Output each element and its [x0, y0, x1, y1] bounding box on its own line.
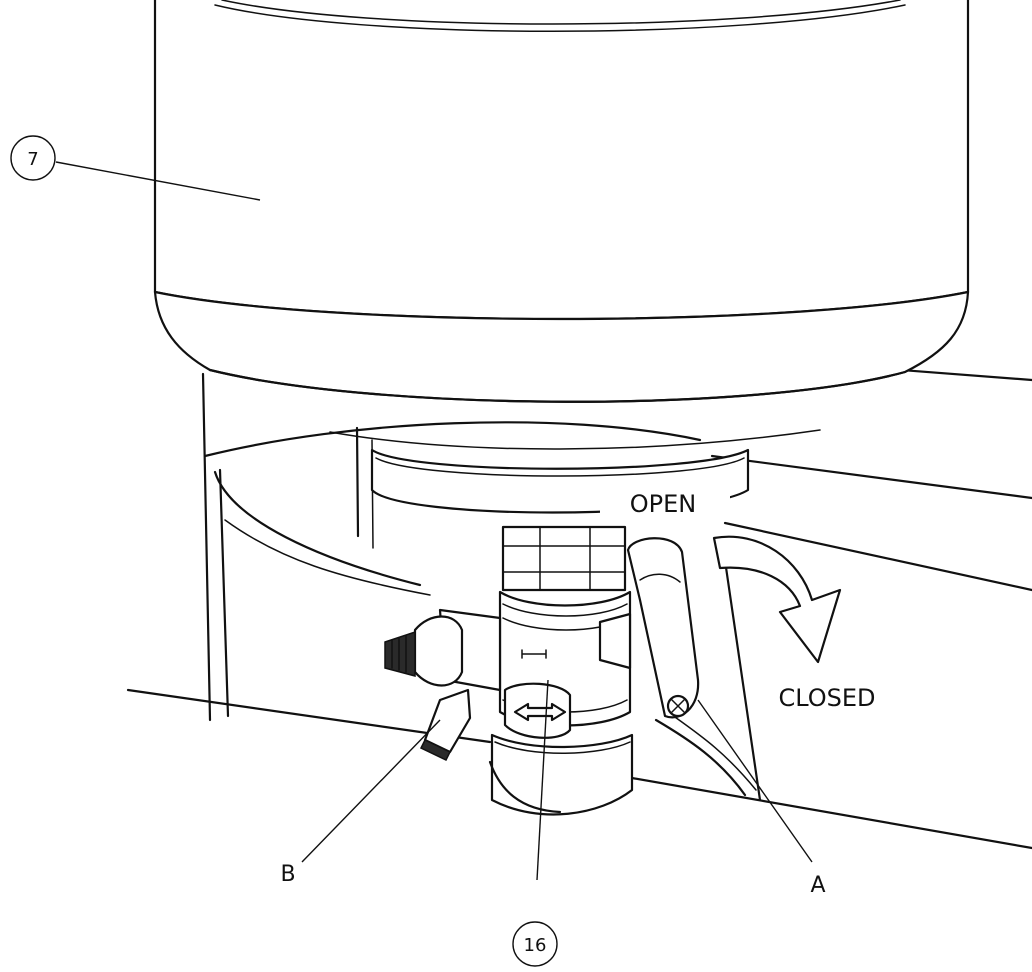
- open-label-mask: [600, 478, 730, 520]
- point-a-label: A: [810, 873, 825, 898]
- lever-handle: [598, 537, 700, 719]
- callout-part-16-label: 16: [524, 935, 547, 956]
- open-annotation: OPEN: [630, 490, 696, 518]
- leader-lines: [55, 161, 813, 881]
- valve-stem: [501, 525, 627, 592]
- rotation-arrow: [712, 535, 842, 664]
- lower-union: [488, 733, 634, 816]
- tank-body: [153, 0, 970, 450]
- callout-part-7-label: 7: [27, 149, 38, 170]
- callout-part-7: 7: [10, 135, 56, 181]
- point-b-label: B: [280, 862, 295, 887]
- flow-direction-arrow: [503, 682, 572, 739]
- callout-part-16: 16: [512, 921, 558, 967]
- side-outlet: [384, 608, 502, 761]
- closed-annotation: CLOSED: [778, 684, 875, 712]
